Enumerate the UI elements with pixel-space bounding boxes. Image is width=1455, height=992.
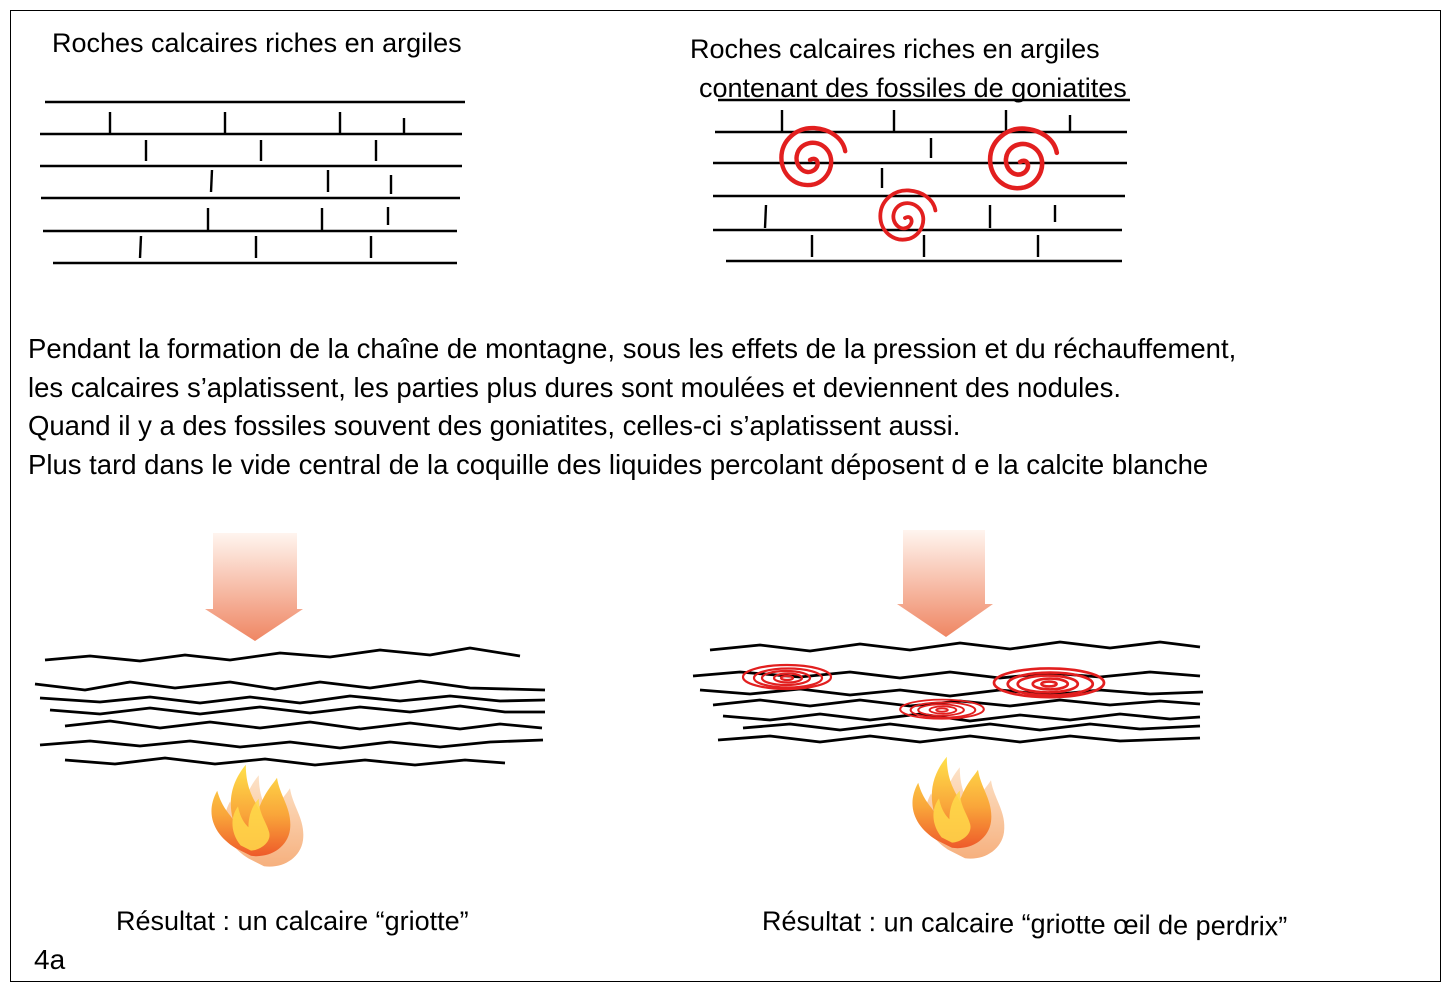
figure-frame <box>10 10 1441 982</box>
right-deformed-layers <box>692 640 1204 744</box>
left-result-caption: Résultat : un calcaire “griotte” <box>116 906 469 936</box>
explanation-line-3: Quand il y a des fossiles souvent des go… <box>28 410 961 441</box>
left-rock-layers <box>40 100 465 265</box>
explanation-line-1: Pendant la formation de la chaîne de mon… <box>28 333 1237 364</box>
right-rock-title-line1: Roches calcaires riches en argiles <box>690 34 1100 64</box>
right-rock-title-line2: contenant des fossiles de goniatites <box>699 73 1127 103</box>
pressure-arrow-icon <box>205 533 303 641</box>
pressure-arrow-icon <box>897 530 993 637</box>
flame-icon <box>211 764 304 867</box>
explanation-line-2: les calcaires s’aplatissent, les parties… <box>28 371 1121 403</box>
figure-label: 4a <box>34 944 66 975</box>
left-rock-title: Roches calcaires riches en argiles <box>52 28 462 58</box>
flame-icon <box>912 756 1005 859</box>
right-rock-layers <box>713 98 1130 263</box>
explanation-paragraph: Pendant la formation de la chaîne de mon… <box>28 330 1236 484</box>
goniatite-spiral-icon <box>781 128 1056 242</box>
explanation-line-4: Plus tard dans le vide central de la coq… <box>28 448 1209 480</box>
left-deformed-layers <box>34 646 546 767</box>
